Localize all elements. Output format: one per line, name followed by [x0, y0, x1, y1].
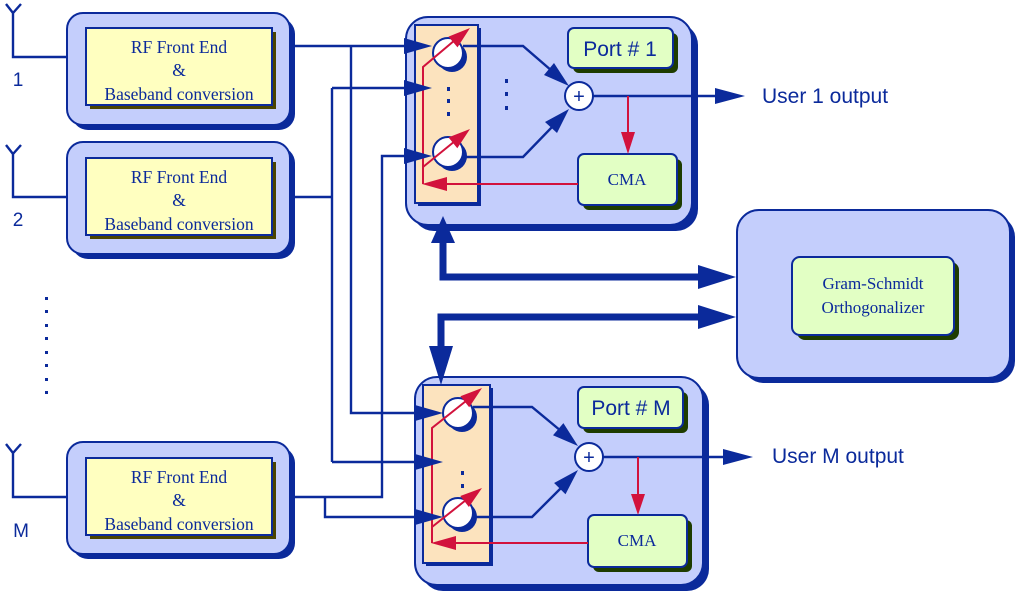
gram-schmidt-block: Gram-Schmidt Orthogonalizer	[736, 209, 1015, 383]
antenna-m: M	[5, 443, 67, 542]
port-m-summer: +	[574, 442, 604, 472]
port-1-block: Port # 1 CMA +	[405, 16, 745, 231]
antenna-m-label: M	[13, 521, 29, 542]
antenna-ellipsis	[45, 297, 48, 394]
port-1-cma-input-arrow-icon	[621, 132, 635, 154]
rf-block-m-subtitle: Baseband conversion	[104, 514, 253, 534]
port-1-output-arrow-icon	[715, 88, 745, 104]
port-1-label-box: Port # 1	[567, 27, 678, 73]
port-1-feedback-arrow-icon	[422, 177, 447, 191]
port-1-label: Port # 1	[583, 38, 657, 61]
port-m-cma-block: CMA	[587, 514, 692, 572]
port-1-cma-block: CMA	[577, 153, 682, 210]
antenna-2: 2	[5, 144, 67, 231]
port-1-orthogonalizer-bus	[431, 216, 736, 289]
antenna-m-icon	[5, 443, 67, 499]
rf-block-2-subtitle: Baseband conversion	[104, 214, 253, 234]
port-m-weight-ellipsis	[461, 471, 464, 488]
rf-block-1-title: RF Front End	[131, 37, 228, 57]
gram-schmidt-subtitle: Orthogonalizer	[822, 298, 925, 317]
antenna-1-label: 1	[13, 70, 24, 91]
port-m-feedback-arrow-icon	[431, 536, 456, 550]
port-m-block: Port # M CMA +	[414, 376, 753, 591]
user-1-output-label: User 1 output	[762, 85, 888, 108]
antenna-1: 1	[5, 3, 67, 91]
antenna-1-icon	[5, 3, 67, 59]
rf-block-1-subtitle: Baseband conversion	[104, 84, 253, 104]
gram-schmidt-title: Gram-Schmidt	[822, 274, 923, 293]
port-m-label-box: Port # M	[577, 386, 688, 433]
port-1-summer: +	[564, 81, 594, 111]
port-1-bus-arrow-icon	[431, 216, 455, 243]
port-m-cma-label: CMA	[618, 531, 657, 550]
port-m-bus-arrow-icon	[429, 346, 453, 385]
rf-block-1: RF Front End & Baseband conversion	[66, 12, 295, 130]
rf-block-2: RF Front End & Baseband conversion	[66, 141, 295, 259]
rf-block-m-ampersand: &	[172, 490, 186, 510]
rf-block-2-title: RF Front End	[131, 167, 228, 187]
port-m-orthogonalizer-bus	[429, 305, 736, 385]
rf-block-1-ampersand: &	[172, 60, 186, 80]
rf-block-m-title: RF Front End	[131, 467, 228, 487]
port-m-label: Port # M	[591, 397, 670, 420]
rf-block-m: RF Front End & Baseband conversion	[66, 441, 295, 559]
port-m-cma-input-arrow-icon	[631, 494, 645, 515]
antenna-2-label: 2	[13, 210, 24, 231]
port-1-summer-symbol: +	[573, 86, 585, 108]
port-1-weight-ellipsis	[447, 87, 450, 116]
port-m-output-arrow-icon	[723, 449, 753, 465]
user-m-output-label: User M output	[772, 445, 904, 468]
port-1-branch-ellipsis	[505, 79, 508, 110]
antenna-wiring	[291, 38, 443, 525]
port-1-cma-label: CMA	[608, 170, 647, 189]
rf-block-2-ampersand: &	[172, 190, 186, 210]
port-m-summer-symbol: +	[583, 447, 595, 469]
antenna-2-icon	[5, 144, 67, 199]
